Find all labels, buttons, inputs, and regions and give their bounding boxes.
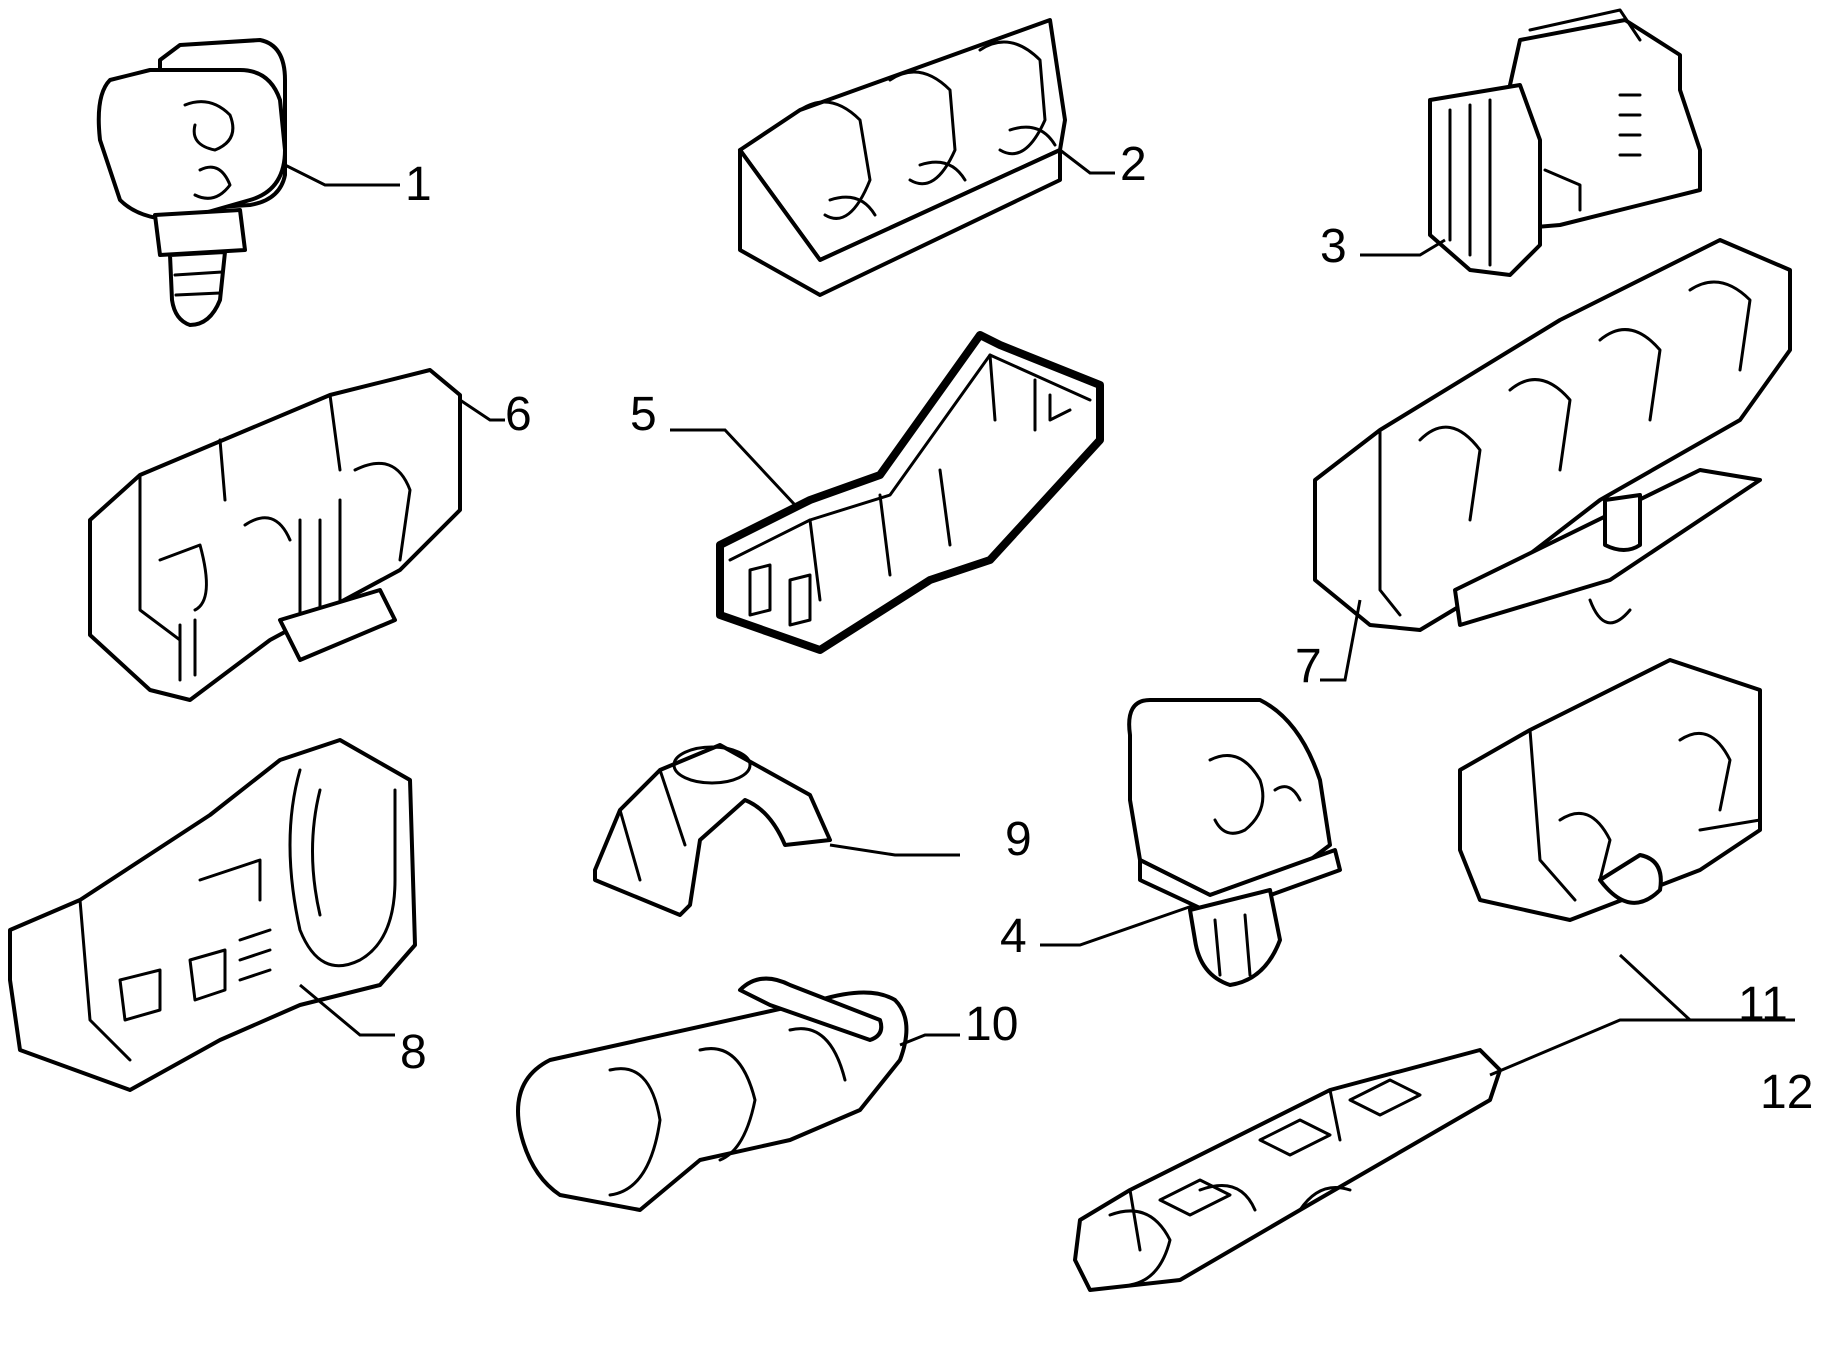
callout-1: 1 [405, 158, 432, 211]
leader-4 [1040, 903, 1196, 947]
part-10-double-saddle [516, 976, 909, 1212]
callout-2: 2 [1120, 138, 1147, 191]
callout-4: 4 [1000, 910, 1027, 963]
callout-7: 7 [1295, 640, 1322, 693]
callout-10: 10 [965, 998, 1018, 1051]
part-12-clip-strip [1073, 1048, 1502, 1292]
callout-3: 3 [1320, 220, 1347, 273]
leader-1 [284, 163, 400, 187]
callout-5: 5 [630, 388, 657, 441]
part-6-double-support [88, 368, 462, 702]
callout-11: 11 [1738, 978, 1788, 1031]
leader-lines [284, 148, 1795, 1077]
leader-6 [459, 398, 505, 422]
part-11-double-clip [1458, 658, 1762, 922]
callout-12: 12 [1760, 1066, 1813, 1119]
leader-2 [1059, 148, 1115, 175]
callout-labels: 1 2 3 4 5 6 7 8 9 10 11 12 [400, 138, 1813, 1119]
leader-3 [1360, 238, 1446, 257]
leader-5 [670, 428, 797, 507]
part-9-saddle-strap [593, 743, 832, 917]
part-5-angled-channel [716, 331, 1104, 654]
part-1-pipe-clip [96, 38, 287, 327]
callout-6: 6 [505, 388, 532, 441]
leader-8 [299, 983, 395, 1037]
leader-7 [1320, 599, 1362, 682]
leader-9 [829, 843, 960, 857]
part-3-bracket [1428, 8, 1702, 277]
callout-8: 8 [400, 1026, 427, 1079]
leader-12 [1489, 1018, 1760, 1077]
part-7-quad-support [1313, 238, 1792, 632]
callout-9: 9 [1005, 813, 1032, 866]
part-8-loop-support [8, 738, 417, 1092]
leader-10 [899, 1033, 960, 1047]
part-2-triple-clip [738, 18, 1067, 297]
part-4-clip-pin [1127, 698, 1342, 987]
